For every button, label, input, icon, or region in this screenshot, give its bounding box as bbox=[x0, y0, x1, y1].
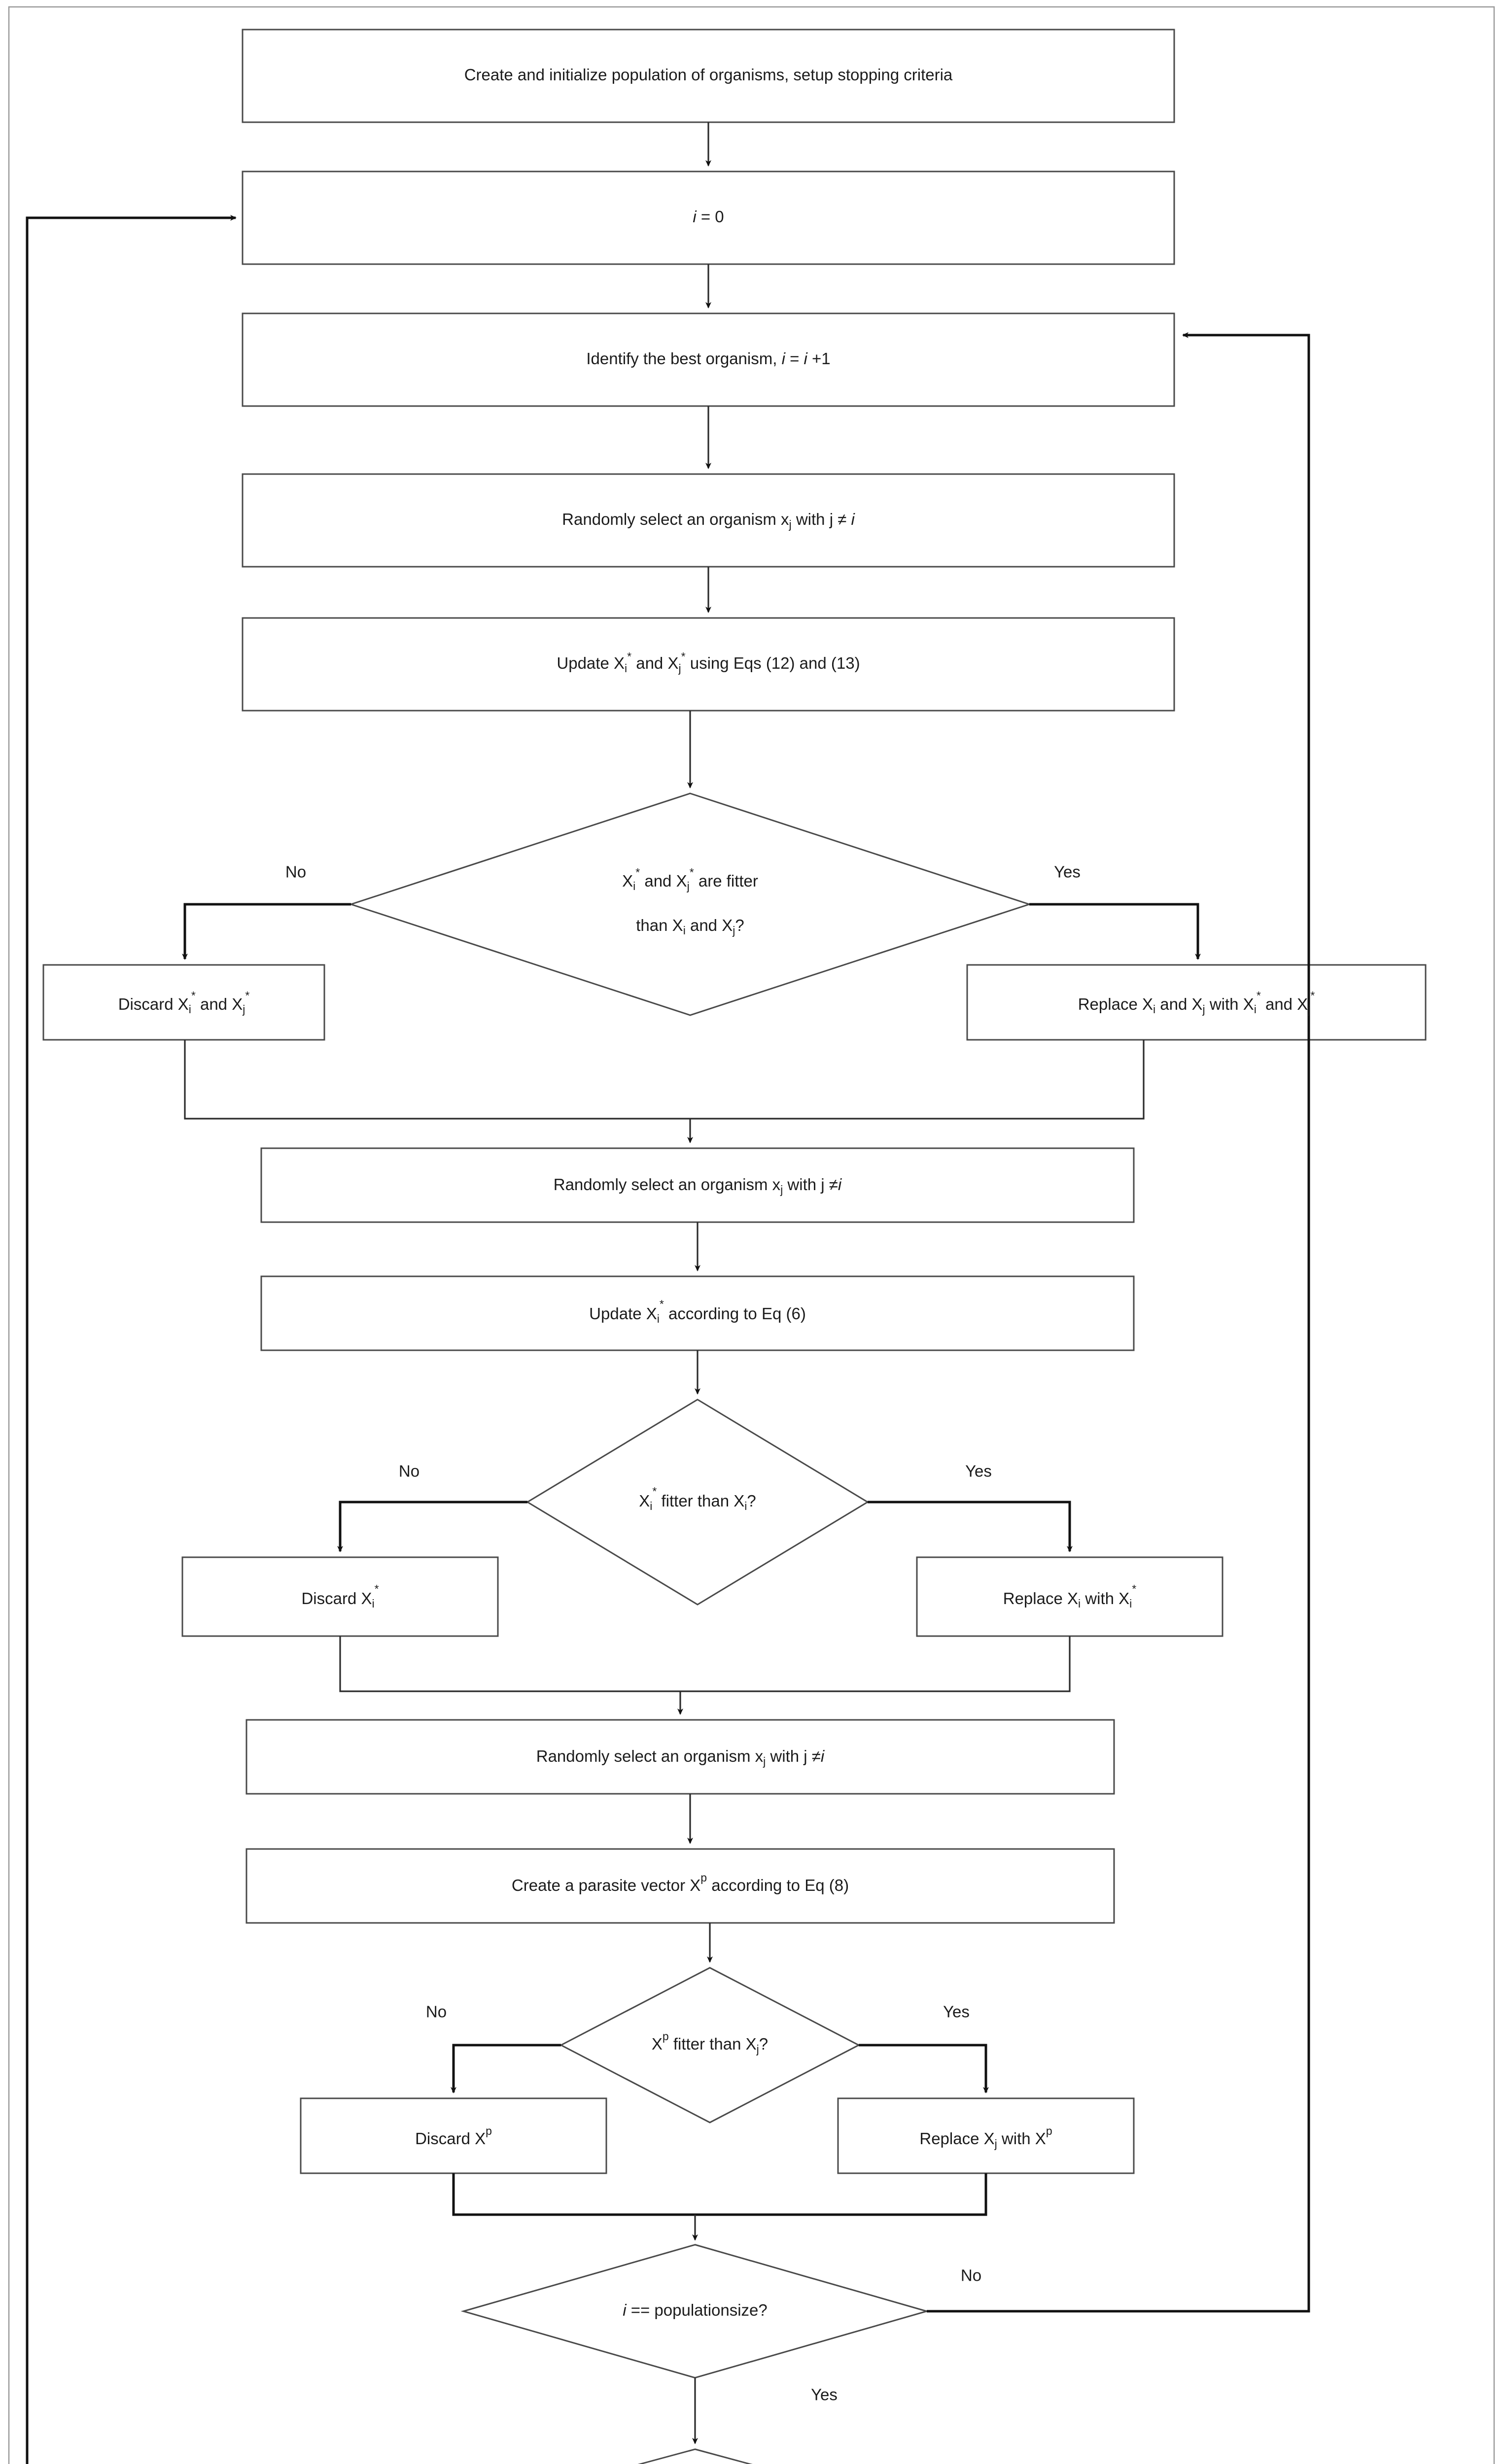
node-d5 bbox=[637, 2448, 753, 2464]
node-n15 bbox=[837, 2097, 1135, 2174]
node-d1 bbox=[349, 792, 1032, 1016]
edge-d2-yes bbox=[868, 1501, 1073, 1552]
node-n6-label: Discard Xi* and Xj* bbox=[118, 989, 250, 1016]
node-n11 bbox=[916, 1556, 1223, 1637]
node-n5-label: Update Xi* and Xj* using Eqs (12) and (1… bbox=[557, 650, 860, 675]
node-n9 bbox=[260, 1275, 1135, 1351]
edge-d1-no bbox=[182, 903, 351, 960]
node-n12-label: Randomly select an organism xj with j ≠i bbox=[536, 1747, 825, 1768]
edge-label-d1-no: No bbox=[285, 863, 306, 881]
edge-d5-no-loop bbox=[26, 215, 237, 2464]
node-n1-label: Create and initialize population of orga… bbox=[464, 66, 953, 84]
node-n14-label: Discard Xp bbox=[415, 2124, 492, 2148]
node-n5 bbox=[242, 617, 1175, 712]
edge-label-d4-no: No bbox=[961, 2266, 981, 2285]
node-d3-label: Xp fitter than Xj? bbox=[652, 2030, 768, 2055]
edge-label-d2-no: No bbox=[399, 1462, 419, 1480]
edge-label-d2-yes: Yes bbox=[965, 1462, 992, 1480]
edge-label-d3-yes: Yes bbox=[943, 2003, 970, 2021]
node-n7-label: Replace Xi and Xj with Xi* and Xj* bbox=[1078, 989, 1315, 1016]
node-d2-label: Xi* fitter than Xi? bbox=[639, 1485, 756, 1512]
edge-d3-no bbox=[451, 2044, 561, 2093]
edge-d4-no-loop bbox=[927, 332, 1310, 2313]
page-border bbox=[8, 6, 1495, 2464]
node-d1-label-line1: Xi* and Xj* are fitter bbox=[622, 866, 758, 892]
node-n14 bbox=[300, 2097, 607, 2174]
edge-d3-yes bbox=[859, 2044, 989, 2093]
edge-label-d4-yes: Yes bbox=[811, 2386, 838, 2404]
node-n10-label: Discard Xi* bbox=[301, 1582, 379, 1610]
node-d3 bbox=[559, 1967, 861, 2123]
node-n4-label: Randomly select an organism xj with j ≠ … bbox=[562, 510, 855, 531]
edge-n6-merge bbox=[184, 1040, 1145, 1120]
edge-label-d3-no: No bbox=[426, 2003, 447, 2021]
node-n13 bbox=[245, 1848, 1115, 1924]
node-n2 bbox=[242, 171, 1175, 265]
node-n11-label: Replace Xi with Xi* bbox=[1003, 1582, 1137, 1610]
node-n8-label: Randomly select an organism xj with j ≠i bbox=[554, 1175, 842, 1196]
node-n13-label: Create a parasite vector Xp according to… bbox=[512, 1871, 849, 1894]
node-n15-label: Replace Xj with Xp bbox=[919, 2124, 1052, 2150]
node-d1-label-line2: than Xi and Xj? bbox=[636, 916, 744, 937]
node-n12 bbox=[245, 1719, 1115, 1795]
node-n8 bbox=[260, 1147, 1135, 1223]
edge-n10-merge bbox=[339, 1636, 1071, 1692]
edge-d1-yes bbox=[1029, 903, 1201, 960]
node-n4 bbox=[242, 473, 1175, 568]
node-n2-label: i = 0 bbox=[693, 207, 724, 226]
edge-label-d1-yes: Yes bbox=[1054, 863, 1081, 881]
node-n9-label: Update Xi* according to Eq (6) bbox=[589, 1298, 806, 1325]
edge-n14-merge bbox=[452, 2173, 987, 2216]
node-d2 bbox=[526, 1399, 869, 1606]
node-d4-label: i == populationsize? bbox=[623, 2301, 768, 2319]
node-n3-label: Identify the best organism, i = i +1 bbox=[586, 349, 830, 368]
edge-d2-no bbox=[337, 1501, 527, 1552]
node-n7 bbox=[966, 964, 1427, 1041]
node-n6 bbox=[42, 964, 325, 1041]
